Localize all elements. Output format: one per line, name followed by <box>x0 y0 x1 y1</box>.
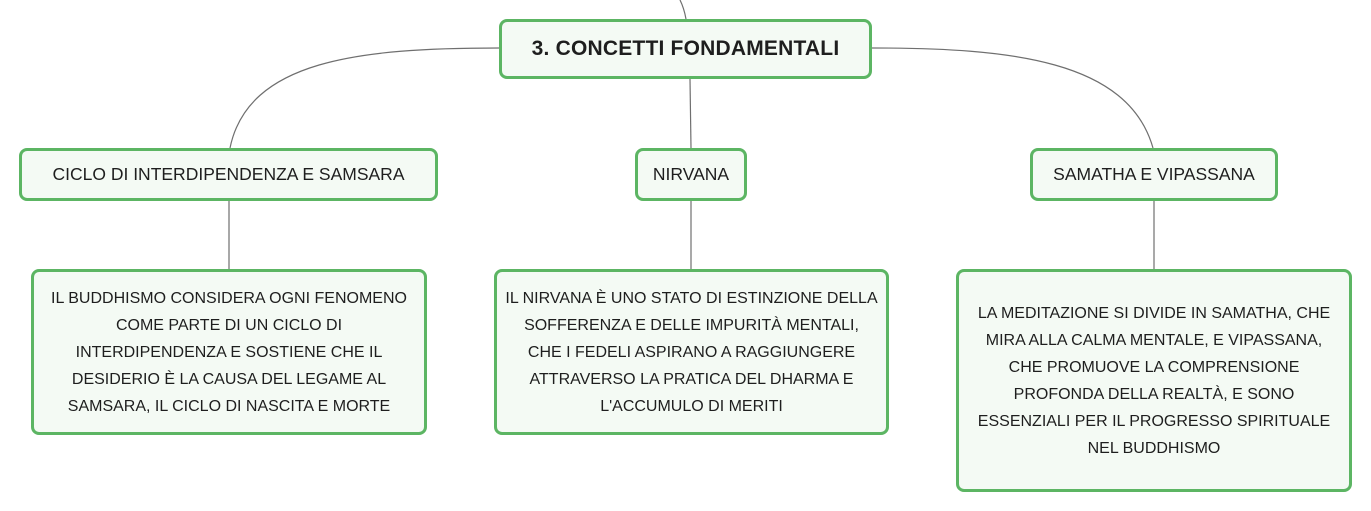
detail-node-samatha-vipassana[interactable]: LA MEDITAZIONE SI DIVIDE IN SAMATHA, CHE… <box>956 269 1352 492</box>
topic-label-samatha-vipassana: SAMATHA E VIPASSANA <box>1053 164 1255 184</box>
detail-node-ciclo-interdipendenza[interactable]: IL BUDDHISMO CONSIDERA OGNI FENOMENO COM… <box>31 269 427 435</box>
connector-parent-to-root <box>679 0 687 20</box>
connector-root-to-samatha <box>871 47 1154 149</box>
detail-text-nirvana: IL NIRVANA È UNO STATO DI ESTINZIONE DEL… <box>505 289 878 415</box>
topic-node-ciclo-interdipendenza[interactable]: CICLO DI INTERDIPENDENZA E SAMSARA <box>19 148 438 201</box>
detail-node-nirvana[interactable]: IL NIRVANA È UNO STATO DI ESTINZIONE DEL… <box>494 269 889 435</box>
topic-label-nirvana: NIRVANA <box>652 164 730 184</box>
topic-node-nirvana[interactable]: NIRVANA <box>635 148 747 201</box>
topic-node-samatha-vipassana[interactable]: SAMATHA E VIPASSANA <box>1030 148 1278 201</box>
root-topic-label: 3. CONCETTI FONDAMENTALI <box>531 37 840 60</box>
topic-label-ciclo-interdipendenza: CICLO DI INTERDIPENDENZA E SAMSARA <box>52 164 405 184</box>
connector-root-to-nirvana <box>689 78 692 149</box>
detail-text-samatha-vipassana: LA MEDITAZIONE SI DIVIDE IN SAMATHA, CHE… <box>977 304 1331 457</box>
root-topic-node[interactable]: 3. CONCETTI FONDAMENTALI <box>499 19 872 79</box>
connector-root-to-ciclo <box>229 47 500 149</box>
detail-text-ciclo-interdipendenza: IL BUDDHISMO CONSIDERA OGNI FENOMENO COM… <box>51 289 407 415</box>
